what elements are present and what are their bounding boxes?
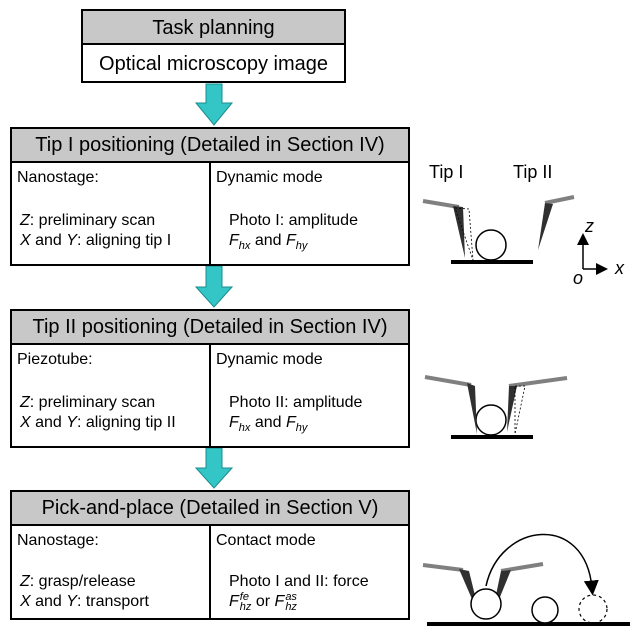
stage-tip2-title: Tip II positioning (Detailed in Section … <box>32 316 388 338</box>
scene-tip2 <box>424 375 568 439</box>
stage-tip1-left-cell: Nanostage: Z: preliminary scan X and Y: … <box>10 163 210 266</box>
task-planning-box: Task planning Optical microscopy image <box>81 9 346 83</box>
optical-image-row: Optical microscopy image <box>83 47 344 81</box>
cantilever-right-3 <box>500 562 544 573</box>
stage-pick-place: Pick-and-place (Detailed in Section V) N… <box>10 490 410 620</box>
scene-pick-place <box>422 533 630 626</box>
stage-pick-place-left-line1: Z: grasp/release <box>20 573 136 590</box>
particle-1 <box>475 229 507 261</box>
cantilever-right-1 <box>544 195 575 205</box>
stage-tip2-right-cell: Dynamic mode Photo II: amplitude Fhx and… <box>210 345 410 448</box>
tip-left-1-dotted <box>454 207 474 261</box>
stage-pick-place-right-line1: Photo I and II: force <box>229 573 369 590</box>
scene-tip1 <box>422 195 575 264</box>
axis-o-label: o <box>573 268 583 288</box>
stage-tip1-right-line1: Photo I: amplitude <box>229 212 358 229</box>
particle-placed <box>531 596 559 624</box>
stage-pick-place-right-head: Contact mode <box>216 532 316 549</box>
stage-tip1-header: Tip I positioning (Detailed in Section I… <box>10 127 410 163</box>
tip1-label: Tip I <box>429 162 463 182</box>
stage-pick-place-left-line2: X and Y: transport <box>20 593 149 610</box>
task-planning-header: Task planning <box>83 11 344 45</box>
axis-x-label: x <box>614 258 625 278</box>
tip-left-1 <box>453 206 465 258</box>
cantilever-left-3 <box>422 563 464 572</box>
flow-arrow-3 <box>194 447 234 489</box>
stage-pick-place-left-head: Nanostage: <box>17 532 99 549</box>
tip-right-2 <box>507 386 517 432</box>
stage-tip1-right-line2: Fhx and Fhy <box>229 232 308 253</box>
stage-tip2-left-cell: Piezotube: Z: preliminary scan X and Y: … <box>10 345 210 448</box>
tip-right-1 <box>538 203 553 250</box>
stage-tip2-right-head: Dynamic mode <box>216 351 323 368</box>
task-planning-title: Task planning <box>152 17 275 39</box>
particle-grasped <box>470 588 502 620</box>
stage-tip2: Tip II positioning (Detailed in Section … <box>10 309 410 448</box>
stage-tip1-left-head: Nanostage: <box>17 169 99 186</box>
axis-z-label: z <box>584 216 594 236</box>
illustrations: Tip I Tip II z o x <box>422 162 630 626</box>
tip-left-2 <box>467 383 477 434</box>
optical-image-label: Optical microscopy image <box>99 53 328 75</box>
flow-arrow-1 <box>194 83 234 126</box>
particle-target <box>578 594 608 624</box>
tip2-label: Tip II <box>513 162 552 182</box>
axes: z o x <box>573 216 625 288</box>
stage-tip2-left-line1: Z: preliminary scan <box>20 394 156 411</box>
stage-tip2-left-line2: X and Y: aligning tip II <box>20 414 176 431</box>
stage-tip1-left-line2: X and Y: aligning tip I <box>20 232 172 249</box>
transport-arrow <box>485 533 599 596</box>
tip-right-2-dotted <box>514 385 526 435</box>
stage-tip1-right-head: Dynamic mode <box>216 169 323 186</box>
stage-tip1-left-line1: Z: preliminary scan <box>20 212 156 229</box>
cantilever-left-2 <box>424 375 472 387</box>
stage-tip2-left-head: Piezotube: <box>17 351 93 368</box>
particle-2 <box>475 404 507 436</box>
stage-tip1-right-cell: Dynamic mode Photo I: amplitude Fhx and … <box>210 163 410 266</box>
stage-tip2-header: Tip II positioning (Detailed in Section … <box>10 309 410 345</box>
stage-pick-place-left-cell: Nanostage: Z: grasp/release X and Y: tra… <box>10 526 210 620</box>
flow-arrow-2 <box>194 265 234 308</box>
stage-pick-place-header: Pick-and-place (Detailed in Section V) <box>10 490 410 526</box>
cantilever-right-2 <box>508 376 568 388</box>
stage-pick-place-title: Pick-and-place (Detailed in Section V) <box>41 497 379 519</box>
stage-tip1: Tip I positioning (Detailed in Section I… <box>10 127 410 266</box>
stage-tip1-title: Tip I positioning (Detailed in Section I… <box>35 134 385 156</box>
stage-tip2-right-line1: Photo II: amplitude <box>229 394 363 411</box>
stage-tip2-right-line2: Fhx and Fhy <box>229 414 308 435</box>
